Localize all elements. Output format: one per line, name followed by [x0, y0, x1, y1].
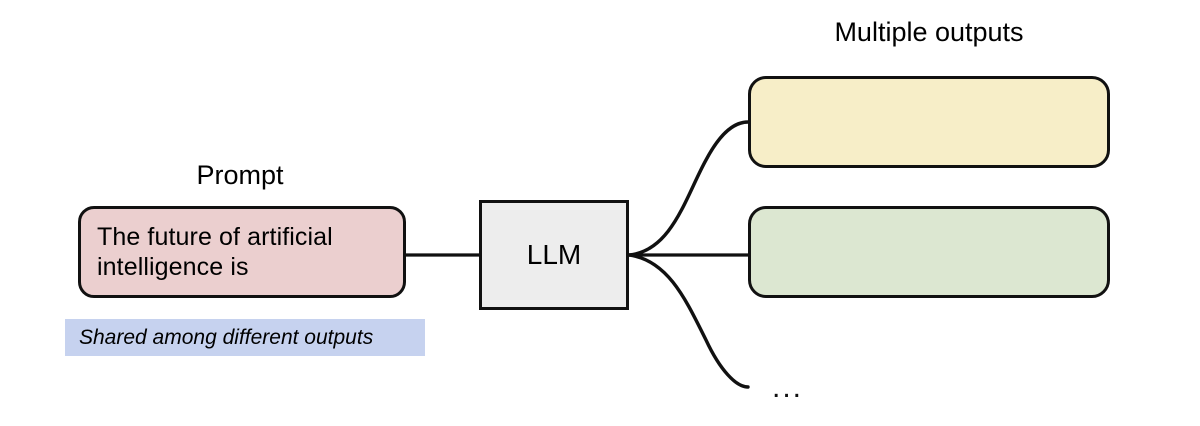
llm-node-label: LLM	[526, 239, 582, 270]
edge-llm-to-output-1	[627, 120, 750, 257]
more-outputs-ellipsis: ...	[772, 371, 804, 404]
shared-among-outputs-note-text: Shared among different outputs	[79, 325, 374, 349]
output-box-1[interactable]	[748, 76, 1110, 168]
prompt-title: Prompt	[196, 160, 284, 190]
prompt-box-text: The future of artificial intelligence is	[97, 222, 333, 282]
prompt-box[interactable]: The future of artificial intelligence is	[78, 206, 406, 298]
llm-node[interactable]: LLM	[479, 200, 629, 310]
shared-among-outputs-note: Shared among different outputs	[65, 319, 425, 356]
multiple-outputs-title: Multiple outputs	[834, 17, 1024, 47]
edge-llm-to-more-outputs	[627, 253, 750, 389]
output-box-2[interactable]	[748, 206, 1110, 298]
